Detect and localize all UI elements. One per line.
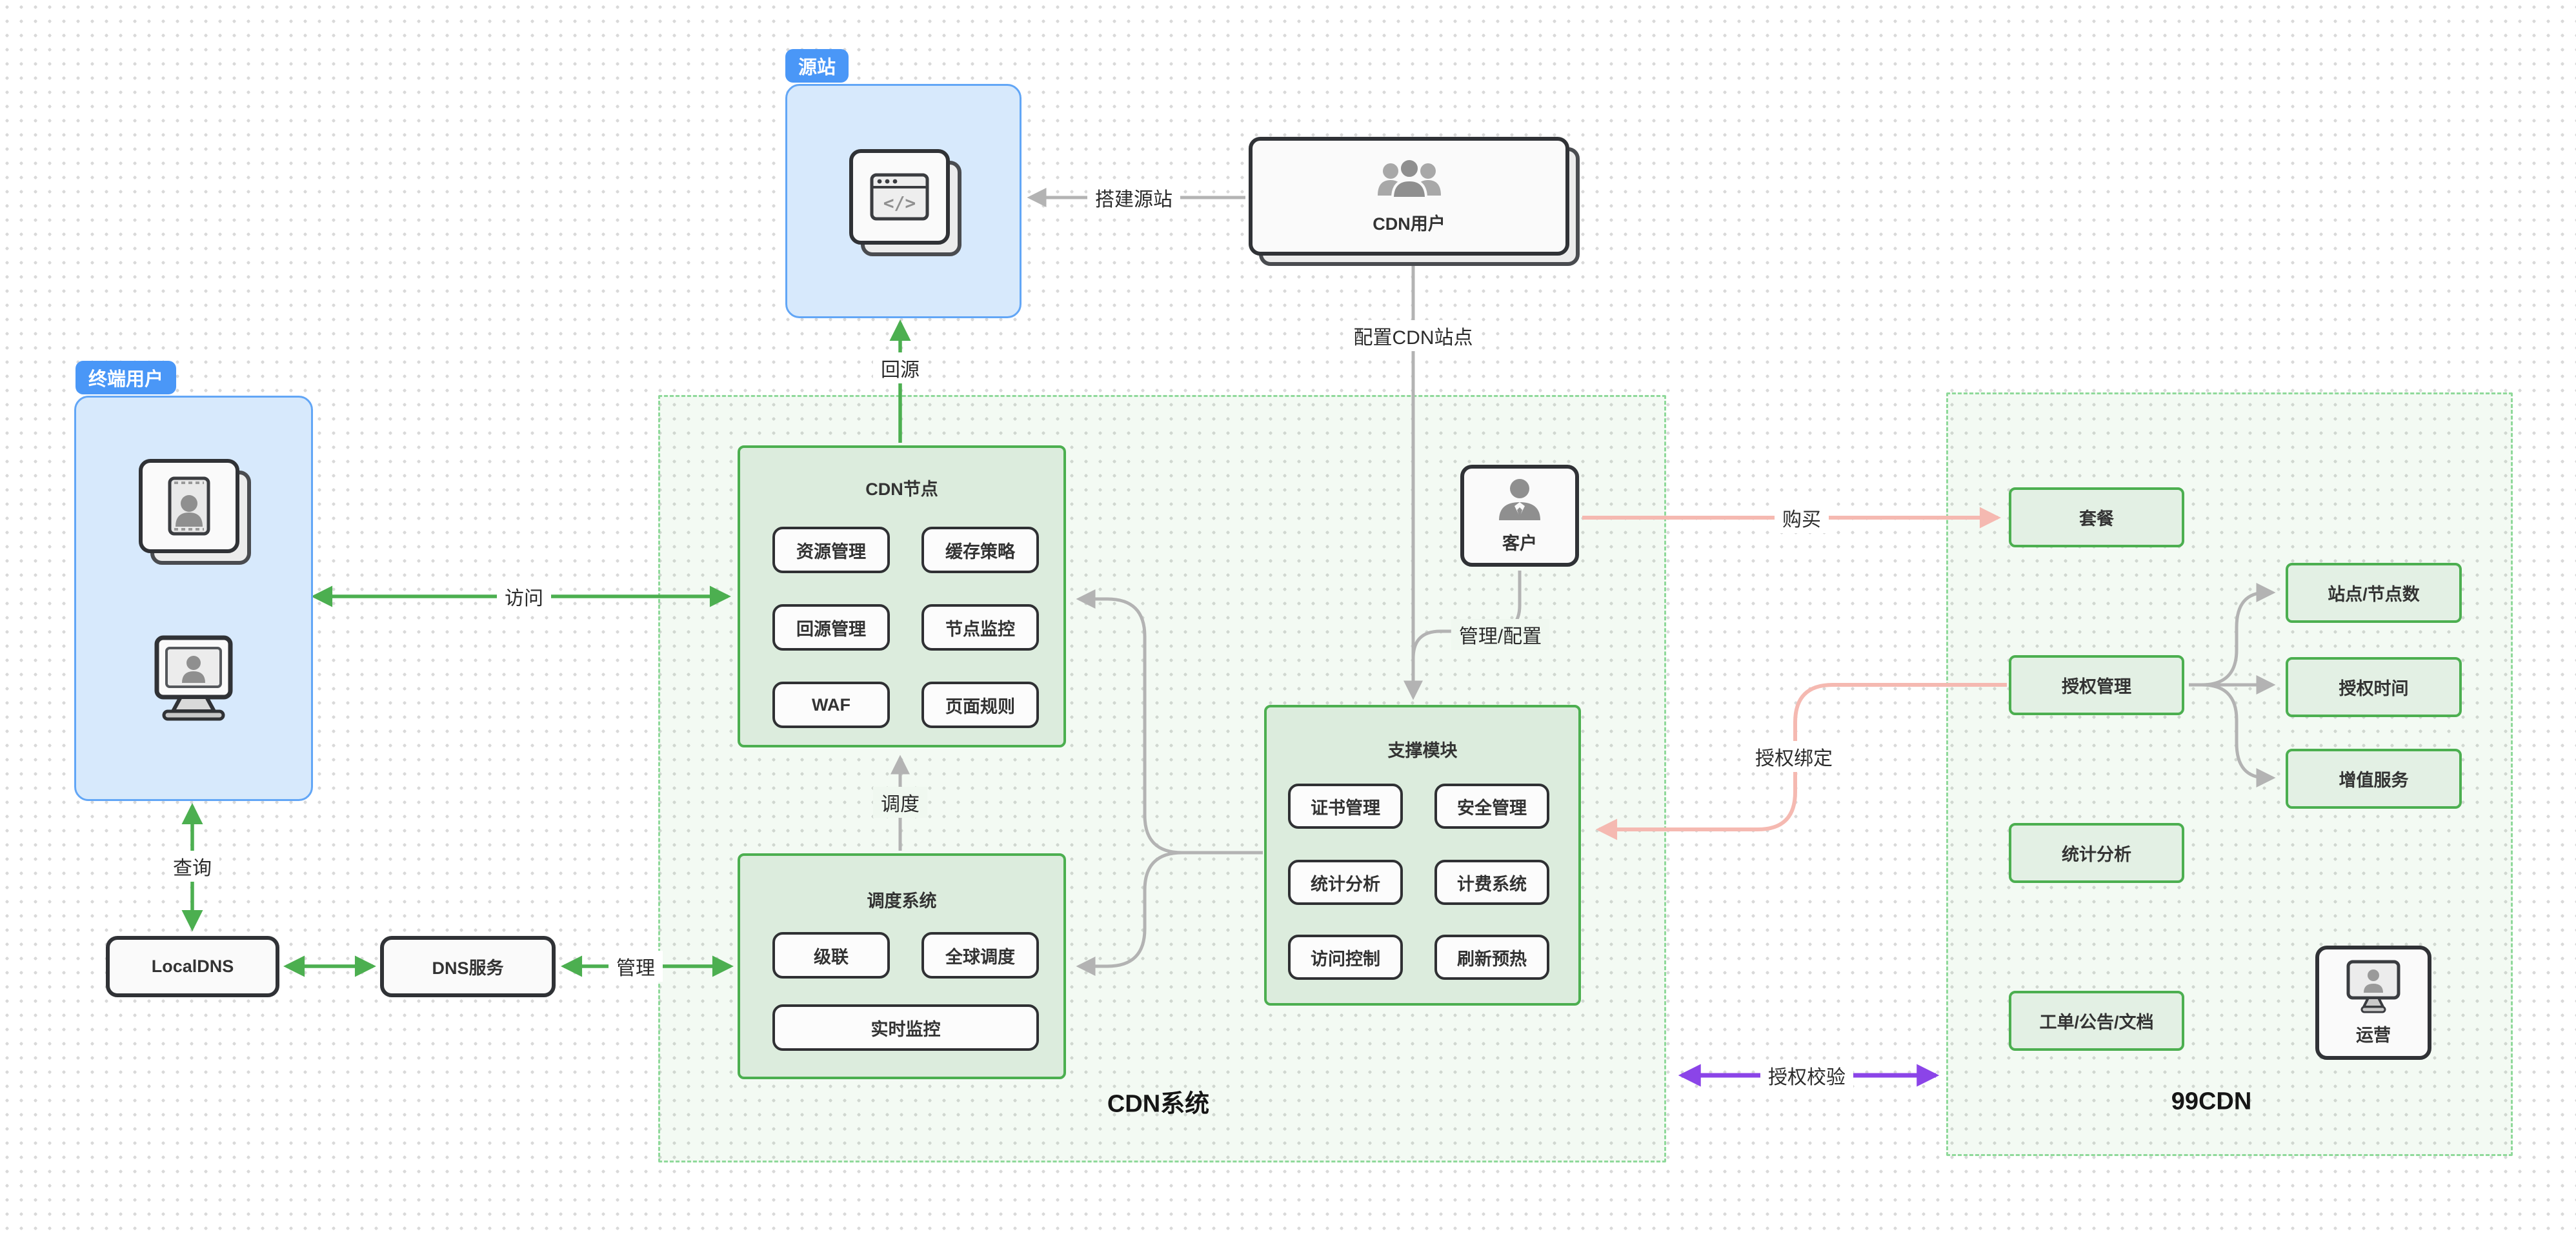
sub-stats-analysis[interactable]: 统计分析 <box>1288 860 1403 905</box>
origin-site-badge[interactable]: 源站 <box>785 49 849 83</box>
label-visit[interactable]: 访问 <box>497 581 551 612</box>
auth-time-box[interactable]: 授权时间 <box>2286 657 2462 717</box>
monitor-user-icon <box>2346 960 2400 1013</box>
label-configure-site[interactable]: 配置CDN站点 <box>1345 320 1481 351</box>
label-auth-bind[interactable]: 授权绑定 <box>1747 741 1840 772</box>
cdn-user-node[interactable]: CDN用户 <box>1249 137 1580 266</box>
edge-support-to-scheduler <box>1076 851 1263 976</box>
sub-page-rules[interactable]: 页面规则 <box>921 682 1039 728</box>
label-manage-configure[interactable]: 管理/配置 <box>1451 619 1550 650</box>
sub-realtime-monitor[interactable]: 实时监控 <box>772 1004 1039 1051</box>
cdn-node-title: CDN节点 <box>865 480 938 499</box>
sub-cascade[interactable]: 级联 <box>772 932 890 979</box>
operator-label: 运营 <box>2356 1026 2391 1045</box>
svg-text:</>: </> <box>883 192 916 214</box>
site-nodes-box[interactable]: 站点/节点数 <box>2286 563 2462 623</box>
cdn-system-title: CDN系统 <box>1107 1090 1210 1118</box>
sub-origin-mgmt[interactable]: 回源管理 <box>772 604 890 651</box>
label-manage[interactable]: 管理 <box>609 951 663 982</box>
edge-auth-to-sitenodes <box>2189 583 2276 687</box>
sub-access-control[interactable]: 访问控制 <box>1288 935 1403 980</box>
customer-label: 客户 <box>1502 533 1537 553</box>
code-window-icon: </> <box>870 173 929 221</box>
operator-node[interactable]: 运营 <box>2315 946 2431 1060</box>
label-auth-verify[interactable]: 授权校验 <box>1760 1060 1853 1091</box>
laptop-user-icon <box>154 635 233 721</box>
person-icon <box>1499 478 1540 520</box>
99cdn-title: 99CDN <box>2171 1088 2252 1115</box>
dns-service-label: DNS服务 <box>432 959 504 978</box>
customer-node[interactable]: 客户 <box>1460 465 1579 567</box>
mobile-user-icon <box>139 459 251 565</box>
terminal-user-badge[interactable]: 终端用户 <box>75 361 177 394</box>
origin-site-group[interactable]: </> <box>785 84 1021 318</box>
label-build-origin[interactable]: 搭建源站 <box>1087 182 1180 213</box>
cdn-node-module[interactable]: CDN节点 资源管理 缓存策略 回源管理 节点监控 WAF 页面规则 <box>738 445 1066 747</box>
label-purchase[interactable]: 购买 <box>1775 502 1829 533</box>
terminal-user-group[interactable] <box>74 396 313 801</box>
auth-mgmt-box[interactable]: 授权管理 <box>2009 655 2184 715</box>
localdns-label: LocalDNS <box>151 957 234 976</box>
edge-auth-to-valueadded <box>2189 683 2276 787</box>
origin-server-icon: </> <box>849 149 961 256</box>
label-dispatch[interactable]: 调度 <box>873 787 927 818</box>
dns-service-node[interactable]: DNS服务 <box>380 936 556 997</box>
sub-refresh-preheat[interactable]: 刷新预热 <box>1434 935 1549 980</box>
sub-waf[interactable]: WAF <box>772 682 890 728</box>
users-group-icon <box>1377 157 1441 199</box>
sub-billing[interactable]: 计费系统 <box>1434 860 1549 905</box>
sub-cache-policy[interactable]: 缓存策略 <box>921 527 1039 573</box>
sub-cert-mgmt[interactable]: 证书管理 <box>1288 784 1403 829</box>
scheduler-module[interactable]: 调度系统 级联 全球调度 实时监控 <box>738 853 1066 1079</box>
sub-node-monitor[interactable]: 节点监控 <box>921 604 1039 651</box>
value-added-box[interactable]: 增值服务 <box>2286 749 2462 809</box>
support-module[interactable]: 支撑模块 证书管理 安全管理 统计分析 计费系统 访问控制 刷新预热 <box>1264 705 1581 1006</box>
scheduler-title: 调度系统 <box>867 891 937 911</box>
support-title: 支撑模块 <box>1387 741 1458 760</box>
label-back-to-origin[interactable]: 回源 <box>873 352 927 383</box>
cdn-user-label: CDN用户 <box>1373 214 1445 234</box>
package-box[interactable]: 套餐 <box>2009 487 2184 547</box>
contact-card-icon <box>168 476 210 536</box>
sub-security-mgmt[interactable]: 安全管理 <box>1434 784 1549 829</box>
docs-box[interactable]: 工单/公告/文档 <box>2009 991 2184 1051</box>
label-query[interactable]: 查询 <box>165 851 219 882</box>
localdns-node[interactable]: LocalDNS <box>106 936 279 997</box>
stats-box[interactable]: 统计分析 <box>2009 823 2184 883</box>
sub-global-dispatch[interactable]: 全球调度 <box>921 932 1039 979</box>
edge-support-to-cdnnode <box>1076 589 1263 855</box>
sub-resource-mgmt[interactable]: 资源管理 <box>772 527 890 573</box>
